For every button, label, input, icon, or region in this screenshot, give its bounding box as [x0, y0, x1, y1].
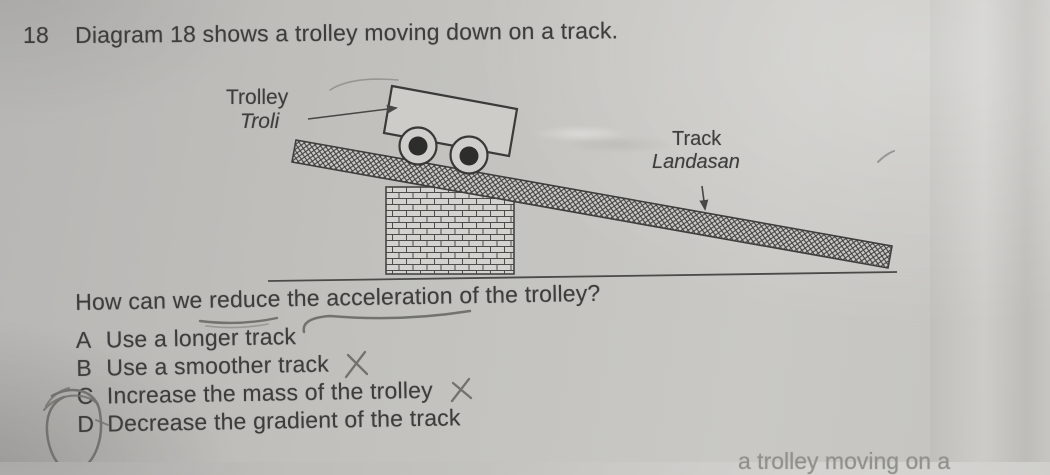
trolley-wheel-right [449, 135, 489, 175]
option-letter: D [77, 410, 95, 437]
track-label-en: Track [672, 128, 722, 150]
trolley-wheel-left [398, 126, 438, 166]
question-number: 18 [23, 22, 49, 48]
trolley-label-en: Trolley [226, 86, 289, 109]
option-text: Use a longer track [105, 323, 297, 353]
trolley [382, 84, 519, 175]
underlined-word-reduce: reduce [208, 285, 281, 313]
brick-support-block [385, 186, 515, 275]
wheel-hub-right-icon [459, 146, 479, 166]
track-label-ms: Landasan [652, 151, 740, 173]
trolley-body [382, 84, 519, 158]
trolley-arrow [307, 104, 398, 120]
option-text: Increase the mass of the trolley [106, 376, 434, 409]
question-part: How can we [75, 286, 210, 315]
trolley-label-ms: Troli [240, 110, 280, 133]
question-heading: Diagram 18 shows a trolley moving down o… [75, 17, 619, 48]
question-block: How can we reduce the acceleration of th… [75, 273, 977, 439]
underlined-word-acceleration: acceleration [326, 282, 453, 311]
question-part: the [280, 284, 327, 312]
wheel-hub-left-icon [408, 136, 428, 156]
track-arrow [699, 185, 709, 211]
pencil-scribble [329, 78, 399, 91]
option-letter: A [75, 326, 92, 353]
option-letter: B [76, 354, 93, 381]
circle-tail-through-c [45, 387, 70, 407]
question-part: of the trolley? [452, 279, 601, 309]
inclined-track [291, 139, 893, 269]
pencil-smudge [877, 150, 895, 163]
option-text: Decrease the gradient of the track [107, 404, 461, 437]
option-letter: C [76, 382, 94, 409]
option-text: Use a smoother track [106, 350, 330, 381]
